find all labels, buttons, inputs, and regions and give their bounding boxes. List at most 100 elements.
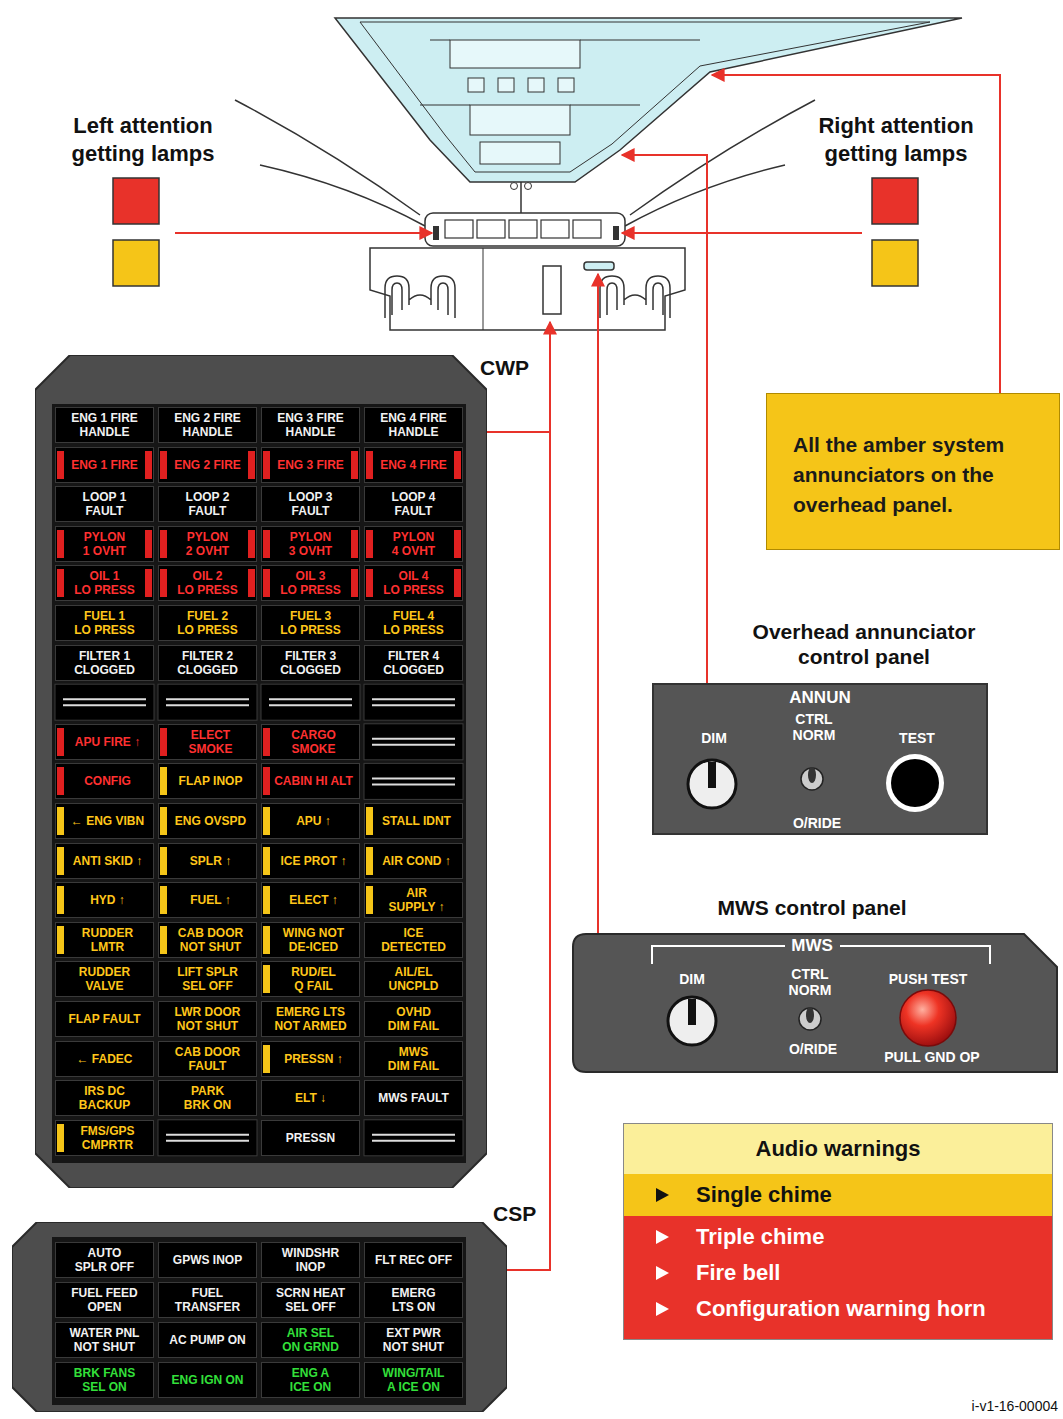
label-text: ELECT SMOKE [171, 728, 251, 756]
annunciator-cell: FILTER 1 CLOGGED [55, 645, 154, 681]
lamp-tab [57, 728, 64, 756]
label-text: CTRL NORM [784, 711, 844, 743]
warning-lamp [872, 178, 918, 224]
warning-panel: ENG 1 FIRE HANDLEENG 2 FIRE HANDLEENG 3 … [35, 355, 487, 1188]
panel-body [573, 934, 1057, 1072]
label-text: LOOP 4 FAULT [374, 490, 454, 518]
annunciator-cell: RUDDER LMTR [55, 922, 154, 958]
annunciator-cell: ENG 1 FIRE HANDLE [55, 407, 154, 443]
panel-body [35, 355, 487, 1188]
lamp-tab [145, 451, 152, 479]
label-text: ENG OVSPD [175, 814, 246, 828]
annunciator-cell: CAB DOOR NOT SHUT [158, 922, 257, 958]
label-text: PARK BRK ON [168, 1084, 248, 1112]
note-box: All the amber system annunciators on the… [766, 393, 1060, 550]
label-text: CTRL NORM [780, 966, 840, 998]
label-text: EXT PWR NOT SHUT [374, 1326, 454, 1354]
label-text: CONFIG [84, 774, 131, 788]
annunciator-cell: CAB DOOR FAULT [158, 1041, 257, 1077]
annunciator-cell: PYLON 3 OVHT [261, 526, 360, 562]
glareshield-displays [445, 220, 601, 238]
annunciator-cell: ENG 4 FIRE [364, 447, 463, 483]
annunciator-cell: FUEL 2 LO PRESS [158, 605, 257, 641]
label-text: ENG 3 FIRE [277, 458, 344, 472]
lamp-label: Left attention getting lamps [43, 112, 243, 168]
annunciator-cell: ENG 3 FIRE HANDLE [261, 407, 360, 443]
label-text: EMERG LTS ON [374, 1286, 454, 1314]
label-text: EMERG LTS NOT ARMED [271, 1005, 351, 1033]
label-text: PYLON 3 OVHT [272, 530, 349, 558]
panel-body [12, 1222, 507, 1412]
lamp-tab [263, 886, 270, 914]
lamp-label: Right attention getting lamps [791, 112, 1001, 168]
annunciator-cell: PARK BRK ON [158, 1080, 257, 1116]
panel-line [483, 248, 484, 330]
panel-face [52, 404, 466, 1163]
lamp-tab [366, 569, 373, 597]
label-text: LOOP 1 FAULT [65, 490, 145, 518]
annunciator-cell: HYD ↑ [55, 882, 154, 918]
label-text: SPLR ↑ [190, 854, 231, 868]
label-text: FUEL 4 LO PRESS [374, 609, 454, 637]
lamp-tab [57, 530, 64, 558]
lamp-tab [351, 451, 358, 479]
annunciator-cell: ENG 3 FIRE [261, 447, 360, 483]
compass [525, 183, 532, 190]
label-text: FUEL 3 LO PRESS [271, 609, 351, 637]
annunciator-cell: FUEL 4 LO PRESS [364, 605, 463, 641]
label-text: OIL 2 LO PRESS [169, 569, 246, 597]
lamp-tab [454, 451, 461, 479]
label-text: FUEL 2 LO PRESS [168, 609, 248, 637]
panel-face [52, 1237, 466, 1405]
label-text: Fire bell [624, 1255, 1052, 1291]
annunciator-cell: AIR COND ↑ [364, 843, 463, 879]
annunciator-cell: EMERG LTS ON [364, 1282, 463, 1318]
lamp-tab [366, 807, 373, 835]
annunciator-cell: ICE DETECTED [364, 922, 463, 958]
label-text: ENG 4 FIRE HANDLE [374, 411, 454, 439]
lamp-tab [351, 569, 358, 597]
label-text: WINDSHR INOP [271, 1246, 351, 1274]
lamp-tab [160, 530, 167, 558]
lamp-tab [160, 451, 167, 479]
glareshield [425, 213, 625, 246]
annunciator-cell: PYLON 4 OVHT [364, 526, 463, 562]
label-text: Overhead annunciator control panel [739, 619, 989, 669]
caution-lamp [113, 240, 159, 286]
label-text: ENG 1 FIRE HANDLE [65, 411, 145, 439]
label-text: PYLON 2 OVHT [169, 530, 246, 558]
annunciator-cell: ELT ↓ [261, 1080, 360, 1116]
label-text: FLT REC OFF [375, 1253, 452, 1267]
label-text: PYLON 1 OVHT [66, 530, 143, 558]
annunciator-cell: ENG A ICE ON [261, 1362, 360, 1398]
mws-location [584, 262, 614, 270]
annunciator-cell: BRK FANS SEL ON [55, 1362, 154, 1398]
annunciator-cell: OVHD DIM FAIL [364, 1001, 463, 1037]
annunciator-cell: LOOP 1 FAULT [55, 486, 154, 522]
instrument-panel [370, 248, 685, 330]
label-text: Configuration warning horn [624, 1291, 1052, 1327]
lamp-tab [160, 728, 167, 756]
lamp-tab [145, 530, 152, 558]
lamp-tab [160, 847, 167, 875]
lamp-tab [57, 1124, 64, 1152]
label-text: ICE PROT ↑ [280, 854, 346, 868]
label-text: ENG A ICE ON [271, 1366, 351, 1394]
label-text: BRK FANS SEL ON [65, 1366, 145, 1394]
lamp-tab [366, 847, 373, 875]
label-text: PRESSN [286, 1131, 335, 1145]
annunciator-cell: ← FADEC [55, 1041, 154, 1077]
label-text: PULL GND OP [862, 1049, 1002, 1065]
annunciator-cell: ELECT ↑ [261, 882, 360, 918]
annunciator-cell: AC PUMP ON [158, 1322, 257, 1358]
label-text: WING NOT DE-ICED [274, 926, 354, 954]
annunciator-cell: ICE PROT ↑ [261, 843, 360, 879]
annunciator-cell: LIFT SPLR SEL OFF [158, 961, 257, 997]
label-text: FLAP INOP [179, 774, 243, 788]
lamp-tab [263, 926, 270, 954]
caution-lamp [872, 240, 918, 286]
compass [511, 183, 518, 190]
annunciator-cell: OIL 1 LO PRESS [55, 565, 154, 601]
annunciator-cell: EMERG LTS NOT ARMED [261, 1001, 360, 1037]
annunciator-cell: WING NOT DE-ICED [261, 922, 360, 958]
